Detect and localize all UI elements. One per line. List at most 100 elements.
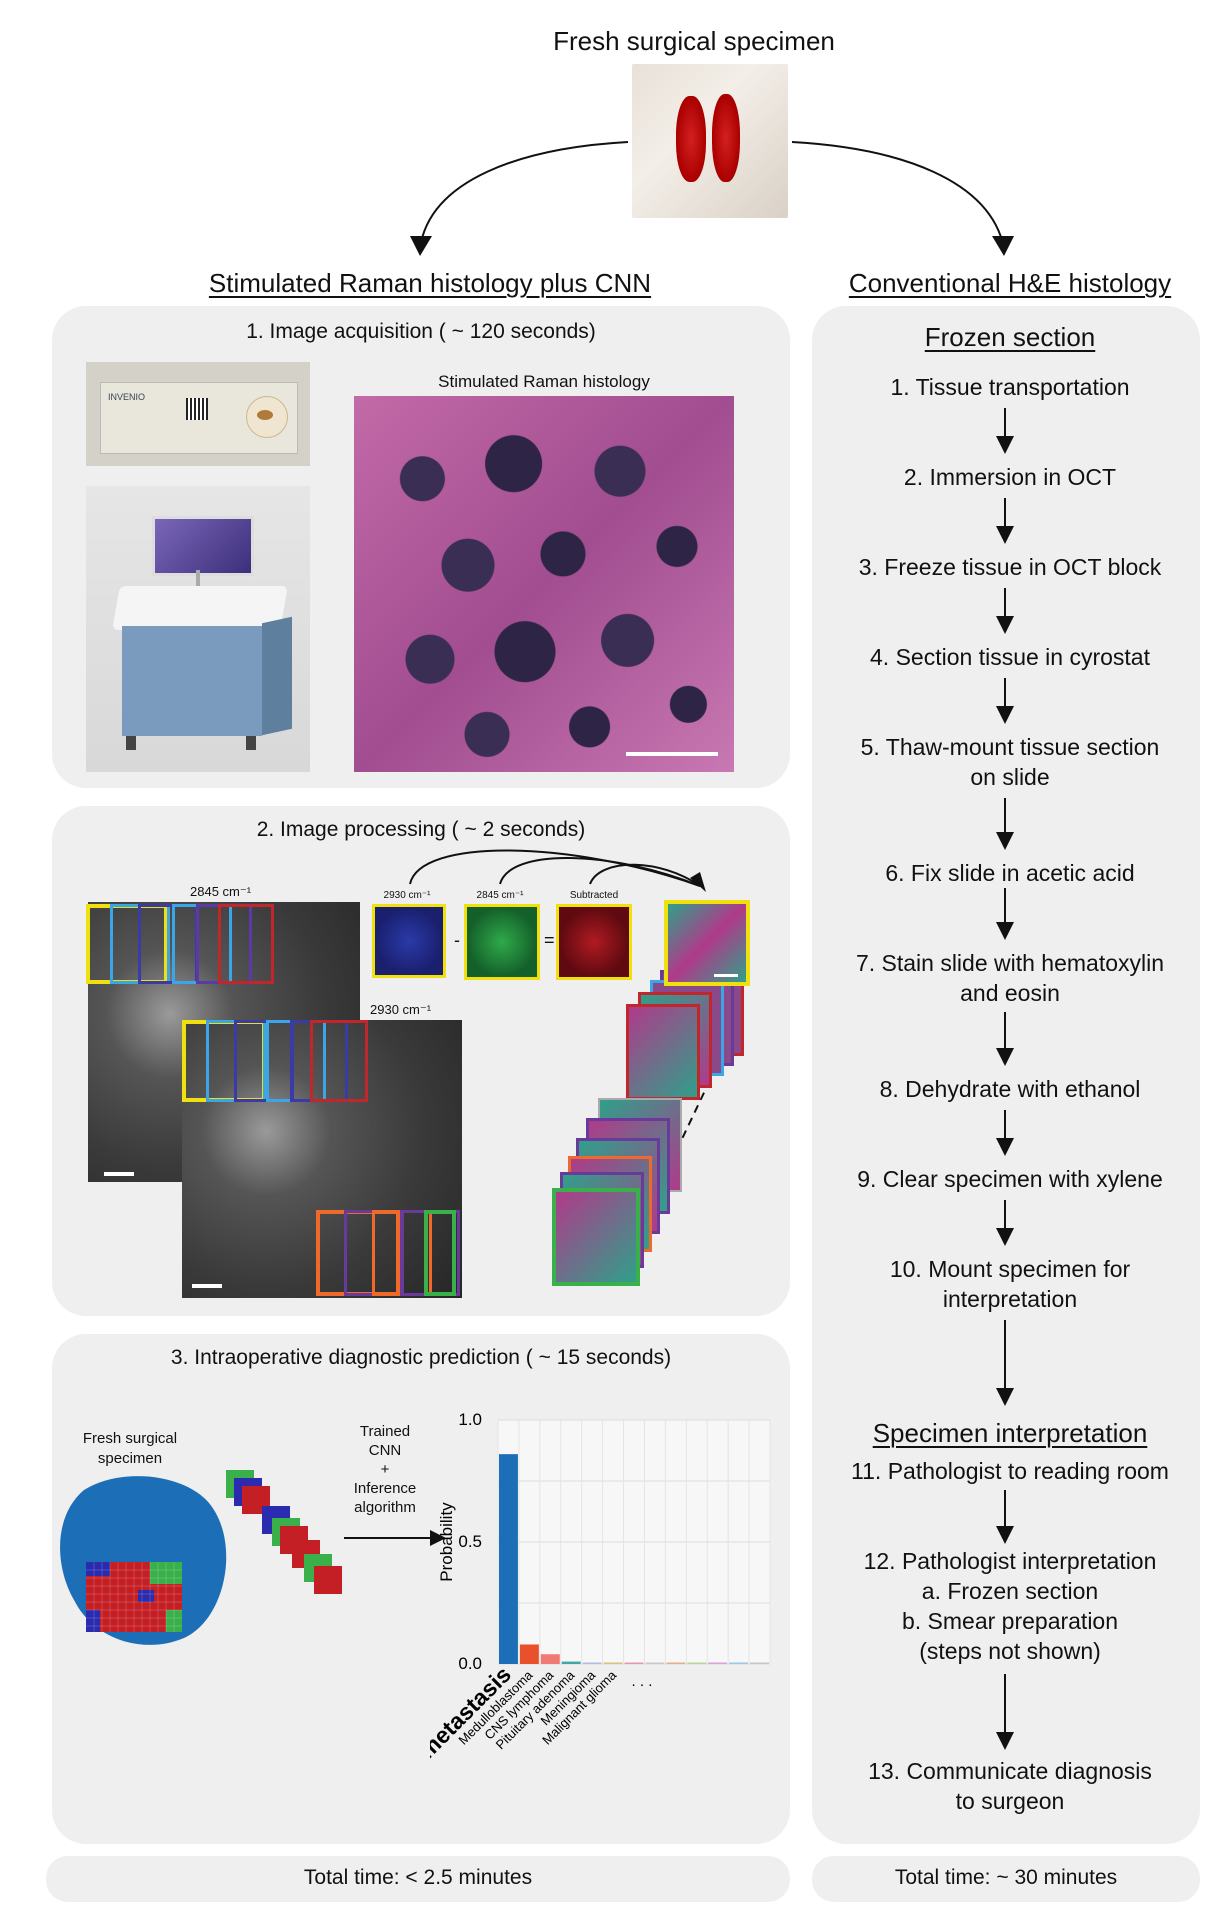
panel1-title: 1. Image acquisition ( ~ 120 seconds) (246, 320, 596, 343)
equals-sign: = (544, 930, 555, 950)
step-10: 10. Mount specimen for interpretation (820, 1254, 1200, 1314)
interpretation-title: Specimen interpretation (872, 1418, 1148, 1448)
x-tick-ellipsis: . . . (632, 1673, 653, 1690)
split-arrows (410, 141, 1014, 256)
arrow-7 (996, 1012, 1014, 1066)
step-1-line-1: 1. Tissue transportation (890, 374, 1130, 400)
arrow-4 (996, 678, 1014, 724)
specimen-label-2: specimen (97, 1450, 163, 1467)
y-tick-2: 0.0 (458, 1654, 482, 1673)
bar-9 (687, 1662, 707, 1664)
step-4: 4. Section tissue in cyrostat (820, 642, 1200, 672)
step-6: 6. Fix slide in acetic acid (820, 858, 1200, 888)
specimen-map (60, 1476, 227, 1645)
patch-red-2 (310, 1020, 368, 1102)
arrow-6 (996, 888, 1014, 940)
bar-12 (750, 1662, 769, 1664)
step-1: 1. Tissue transportation (820, 372, 1200, 402)
arrow-3 (996, 588, 1014, 634)
panel2-title: 2. Image processing ( ~ 2 seconds) (256, 818, 586, 841)
imaging-system-photo (86, 486, 310, 772)
step-7-line-1: 7. Stain slide with hematoxylin (855, 950, 1165, 976)
label-2930-big: 2930 cm⁻¹ (370, 1002, 432, 1017)
step-12: 12. Pathologist interpretation a. Frozen… (820, 1546, 1200, 1666)
step-13-line-1: 13. Communicate diagnosis (868, 1758, 1152, 1784)
step-6-line-1: 6. Fix slide in acetic acid (885, 860, 1135, 886)
step-4-line-1: 4. Section tissue in cyrostat (870, 644, 1150, 670)
slide-photo: INVENIO (86, 362, 310, 466)
step-2: 2. Immersion in OCT (820, 462, 1200, 492)
step-12-line-2: a. Frozen section (921, 1578, 1099, 1604)
arrow-9 (996, 1200, 1014, 1246)
bar-2 (540, 1654, 560, 1664)
label-2845-big: 2845 cm⁻¹ (190, 884, 252, 899)
bar-5 (603, 1662, 623, 1664)
step-7: 7. Stain slide with hematoxylin and eosin (820, 948, 1200, 1008)
top-title: Fresh surgical specimen (553, 26, 835, 56)
total-time-right: Total time: ~ 30 minutes (894, 1866, 1118, 1889)
arrow-5 (996, 798, 1014, 850)
patch-red-1 (218, 904, 274, 984)
cnn-label-2: CNN (368, 1442, 402, 1459)
bar-0 (499, 1454, 518, 1664)
step-2-line-1: 2. Immersion in OCT (903, 464, 1117, 490)
step-13-line-2: to surgeon (955, 1788, 1065, 1814)
bar-4 (582, 1662, 602, 1664)
total-left-box (46, 1856, 790, 1902)
image-2930-channel (372, 904, 446, 978)
total-right-box (812, 1856, 1200, 1902)
step-12-line-3: b. Smear preparation (901, 1608, 1119, 1634)
left-column-header: Stimulated Raman histology plus CNN (208, 268, 652, 298)
step-5-line-2: on slide (970, 764, 1050, 790)
arrow-2 (996, 498, 1014, 544)
patch-strip (222, 1470, 352, 1610)
probability-chart: 1.00.50.0ProbabilityBrain metastasisMedu… (430, 1410, 771, 1810)
srh-image (354, 396, 734, 772)
bar-8 (666, 1662, 686, 1664)
step-3-line-1: 3. Freeze tissue in OCT block (858, 554, 1162, 580)
bar-6 (624, 1662, 644, 1664)
step-11: 11. Pathologist to reading room (851, 1458, 1169, 1484)
arrow-12 (996, 1674, 1014, 1750)
arrow-8 (996, 1110, 1014, 1156)
panel3-title: 3. Intraoperative diagnostic prediction … (170, 1346, 672, 1369)
step-12-line-4: (steps not shown) (919, 1638, 1101, 1664)
minus-sign: - (454, 930, 460, 950)
arrow-10 (996, 1320, 1014, 1406)
bar-10 (708, 1662, 728, 1664)
step-9: 9. Clear specimen with xylene (820, 1164, 1200, 1194)
right-column-header: Conventional H&E histology (848, 268, 1172, 298)
step-5-line-1: 5. Thaw-mount tissue section (860, 734, 1160, 760)
step-5: 5. Thaw-mount tissue section on slide (820, 732, 1200, 792)
cnn-label-4: Inference (353, 1480, 417, 1497)
step-7-line-2: and eosin (960, 980, 1060, 1006)
step-12-line-1: 12. Pathologist interpretation (863, 1548, 1157, 1574)
image-2845-channel (464, 904, 540, 980)
y-tick-1: 0.5 (458, 1532, 482, 1551)
srh-label: Stimulated Raman histology (438, 372, 650, 391)
bar-7 (645, 1662, 665, 1664)
step-13: 13. Communicate diagnosis to surgeon (820, 1756, 1200, 1816)
bar-1 (519, 1644, 539, 1664)
patch-stack-bottom (552, 1098, 686, 1298)
panel-conventional (812, 306, 1200, 1844)
specimen-photo (632, 64, 788, 218)
frozen-section-title: Frozen section (924, 322, 1096, 352)
bar-3 (561, 1661, 581, 1664)
step-10-line-1: 10. Mount specimen for (889, 1256, 1131, 1282)
patch-green (424, 1210, 456, 1296)
image-subtracted (556, 904, 632, 980)
slide-label: INVENIO (108, 392, 146, 402)
bar-11 (729, 1662, 749, 1664)
step-8: 8. Dehydrate with ethanol (820, 1074, 1200, 1104)
y-axis-label: Probability (437, 1502, 456, 1582)
cnn-label-3: + (380, 1461, 390, 1478)
step-10-line-2: interpretation (942, 1286, 1078, 1312)
cnn-arrow (344, 1530, 446, 1546)
label-2930-small: 2930 cm⁻¹ (383, 890, 431, 901)
label-subtracted: Subtracted (569, 890, 619, 901)
step-9-line-1: 9. Clear specimen with xylene (857, 1166, 1163, 1192)
specimen-label-1: Fresh surgical (82, 1430, 178, 1447)
label-2845-small: 2845 cm⁻¹ (476, 890, 524, 901)
step-3: 3. Freeze tissue in OCT block (820, 552, 1200, 582)
